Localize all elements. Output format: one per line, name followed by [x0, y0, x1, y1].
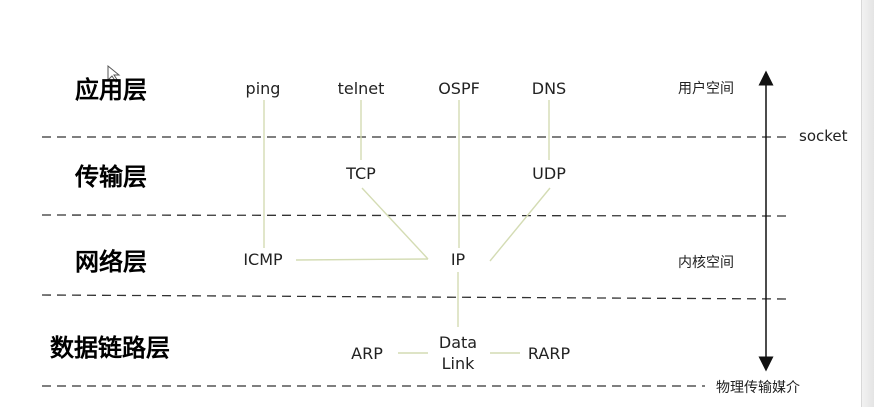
- proto-ping: ping: [246, 79, 281, 98]
- layer-label-application: 应用层: [75, 76, 147, 104]
- proto-telnet: telnet: [338, 79, 385, 98]
- proto-udp: UDP: [532, 164, 566, 183]
- annotation-physical-medium: 物理传输媒介: [716, 380, 800, 396]
- layer-label-transport: 传输层: [74, 163, 147, 191]
- layer-label-network: 网络层: [75, 248, 147, 276]
- proto-ospf: OSPF: [438, 79, 480, 98]
- proto-ip: IP: [451, 250, 466, 269]
- annotation-kernel-space: 内核空间: [678, 255, 734, 271]
- proto-dns: DNS: [532, 79, 566, 98]
- proto-datalink-line2: Link: [442, 354, 476, 373]
- divider-transport-network: [41, 214, 791, 217]
- layer-label-datalink: 数据链路层: [50, 334, 170, 362]
- proto-tcp: TCP: [345, 164, 376, 183]
- proto-icmp: ICMP: [243, 250, 283, 269]
- mouse-cursor-icon: [107, 64, 121, 83]
- window-right-edge: [861, 0, 874, 407]
- connector-icmp-ip: [295, 258, 429, 261]
- connector-udp-ip: [489, 187, 551, 262]
- annotation-user-space: 用户空间: [678, 80, 734, 97]
- divider-network-datalink: [41, 294, 791, 300]
- proto-rarp: RARP: [528, 344, 571, 363]
- proto-datalink-line1: Data: [439, 333, 477, 352]
- annotation-socket: socket: [799, 127, 848, 145]
- connector-tcp-ip: [361, 187, 429, 260]
- proto-arp: ARP: [351, 344, 383, 363]
